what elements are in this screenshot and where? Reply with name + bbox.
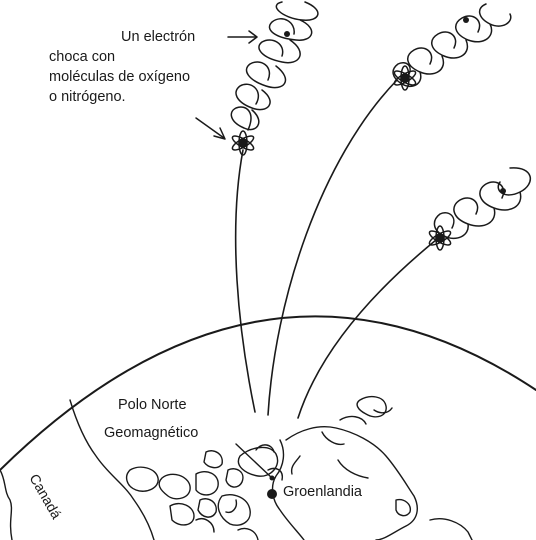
collision-burst-1 [231, 130, 255, 156]
arrow-electron [227, 30, 258, 44]
geomagnetico-label: Geomagnético [104, 425, 199, 441]
field-line-3 [297, 239, 437, 419]
polo-norte-label: Polo Norte [118, 397, 187, 413]
pole-marker [267, 489, 277, 499]
groenlandia-label: Groenlandia [283, 484, 362, 500]
field-line-1 [234, 149, 256, 413]
electron-spiral-2 [392, 3, 512, 88]
collision-burst-2 [393, 65, 417, 91]
pointer-pole [235, 443, 273, 479]
earth-horizon [0, 315, 536, 471]
coastline-map [0, 395, 473, 540]
arrow-collision [195, 117, 226, 140]
electron-label-line-4: o nitrógeno. [49, 89, 126, 105]
electron-label-line-3: moléculas de oxígeno [49, 69, 191, 85]
pole-marker-small [269, 475, 275, 481]
field-line-2 [267, 79, 398, 416]
electron-label-line-2: choca con [49, 49, 116, 65]
electron-label-line-1: Un electrón [121, 29, 196, 45]
electron-spiral-1 [230, 1, 319, 131]
electron-spiral-3 [433, 167, 531, 240]
electron-collision-label: Un electrón choca con moléculas de oxíge… [49, 27, 195, 107]
collision-burst-3 [428, 225, 452, 251]
